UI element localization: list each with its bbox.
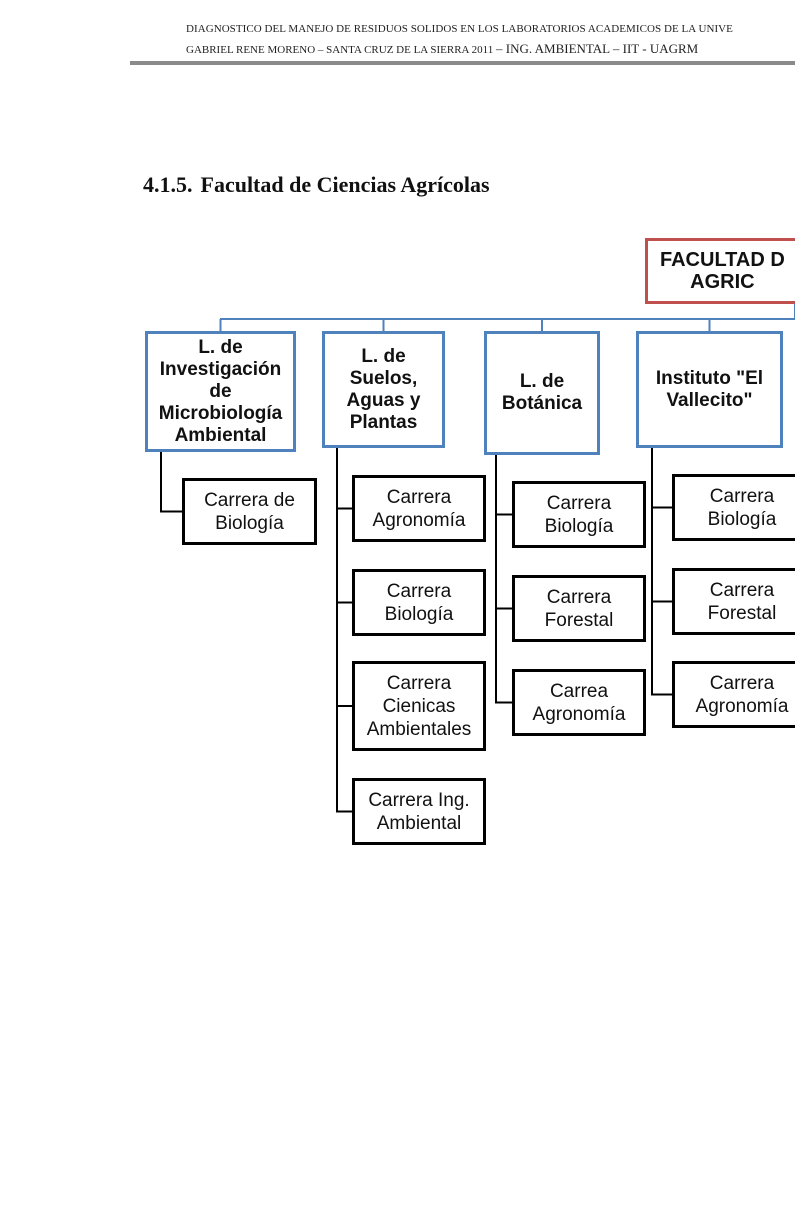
lab-label: L. de Suelos, Aguas y Plantas bbox=[346, 345, 421, 433]
header-rule bbox=[130, 61, 795, 65]
career-box: Carrea Agronomía bbox=[512, 669, 646, 736]
career-label: Carrera Biología bbox=[544, 492, 614, 537]
career-box: Carrera Biología bbox=[672, 474, 795, 541]
career-label: Carrera Cienicas Ambientales bbox=[366, 672, 472, 740]
running-header-institution: GABRIEL RENE MORENO – SANTA CRUZ DE LA S… bbox=[186, 44, 496, 56]
career-label: Carrera Agronomía bbox=[695, 672, 789, 717]
career-label: Carrea Agronomía bbox=[532, 680, 626, 725]
career-label: Carrera Forestal bbox=[707, 579, 777, 624]
org-root-facultad: FACULTAD D AGRIC bbox=[645, 238, 795, 304]
career-label: Carrera de Biología bbox=[204, 489, 295, 534]
org-root-label: FACULTAD D AGRIC bbox=[660, 249, 785, 293]
career-box: Carrera Agronomía bbox=[352, 475, 486, 542]
career-box: Carrera de Biología bbox=[182, 478, 317, 545]
running-header-line-2: GABRIEL RENE MORENO – SANTA CRUZ DE LA S… bbox=[186, 41, 698, 57]
career-label: Carrera Forestal bbox=[544, 586, 614, 631]
lab-label: L. de Investigación de Microbiología Amb… bbox=[158, 336, 283, 446]
career-box: Carrera Agronomía bbox=[672, 661, 795, 728]
career-label: Carrera Ing. Ambiental bbox=[368, 789, 470, 834]
lab-label: L. de Botánica bbox=[501, 371, 583, 414]
career-label: Carrera Biología bbox=[384, 580, 454, 625]
running-header-department: – ING. AMBIENTAL – IIT - UAGRM bbox=[495, 41, 699, 56]
career-label: Carrera Agronomía bbox=[372, 486, 466, 531]
lab-box: L. de Botánica bbox=[484, 331, 600, 455]
lab-box: L. de Suelos, Aguas y Plantas bbox=[322, 331, 445, 448]
career-box: Carrera Cienicas Ambientales bbox=[352, 661, 486, 751]
lab-label: Instituto "El Vallecito" bbox=[655, 367, 764, 411]
lab-box: Instituto "El Vallecito" bbox=[636, 331, 783, 448]
career-box: Carrera Forestal bbox=[672, 568, 795, 635]
running-header-line-1: DIAGNOSTICO DEL MANEJO DE RESIDUOS SOLID… bbox=[186, 23, 733, 35]
lab-box: L. de Investigación de Microbiología Amb… bbox=[145, 331, 296, 452]
section-number: 4.1.5. bbox=[143, 172, 193, 197]
career-box: Carrera Biología bbox=[512, 481, 646, 548]
career-box: Carrera Ing. Ambiental bbox=[352, 778, 486, 845]
career-label: Carrera Biología bbox=[707, 485, 777, 530]
section-heading: 4.1.5. Facultad de Ciencias Agrícolas bbox=[143, 172, 490, 198]
career-box: Carrera Biología bbox=[352, 569, 486, 636]
career-box: Carrera Forestal bbox=[512, 575, 646, 642]
section-title: Facultad de Ciencias Agrícolas bbox=[200, 172, 490, 197]
